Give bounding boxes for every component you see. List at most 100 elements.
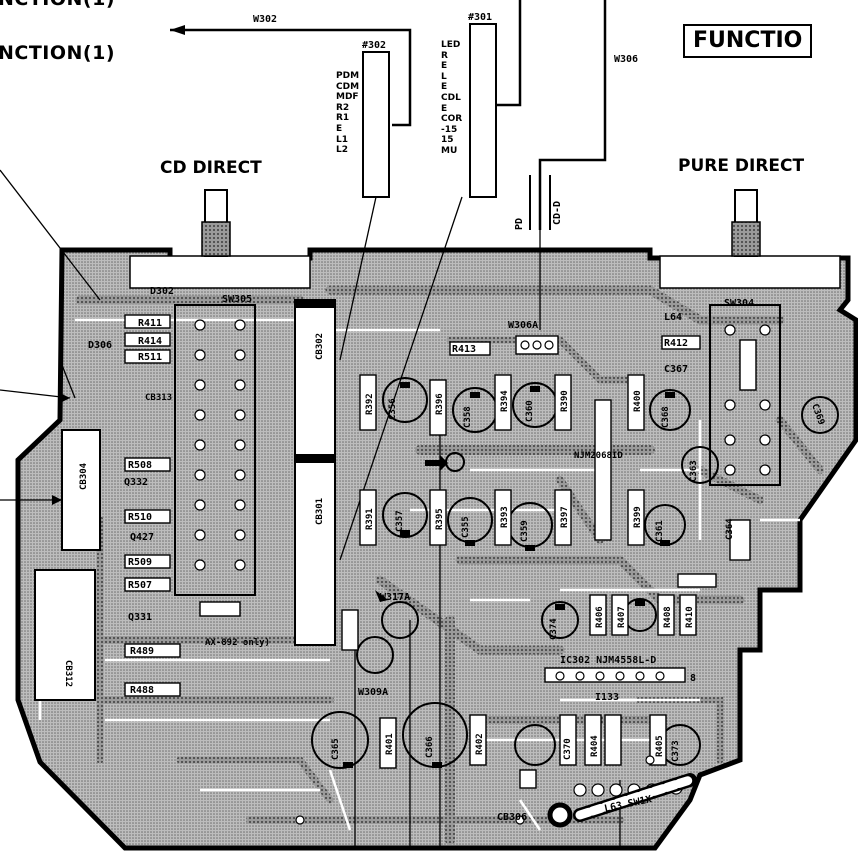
w306-wire — [538, 0, 607, 230]
pure-direct-label: PURE DIRECT — [678, 156, 805, 176]
lbl-r414: R414 — [138, 336, 162, 347]
pin-302-1: CDM — [336, 81, 360, 92]
pin-301-6: E — [441, 103, 448, 114]
pin-301-4: E — [441, 82, 448, 93]
lbl-c367: C367 — [664, 364, 688, 375]
pin-302-5: E — [336, 123, 343, 134]
lbl-c355: C355 — [461, 516, 471, 538]
pin-301-0: LED — [441, 40, 461, 50]
pin-302-6: L1 — [336, 134, 348, 145]
pin-302-3: R2 — [336, 102, 350, 113]
lbl-r410: R410 — [685, 606, 695, 628]
lbl-cb301: CB301 — [315, 498, 325, 525]
cd-direct-base — [129, 255, 311, 289]
connector-302-pins: PDM CDM MDF R2 R1 E L1 L2 — [336, 71, 359, 156]
lbl-sw304: SW304 — [724, 298, 754, 309]
lbl-r395: R395 — [435, 508, 445, 530]
function-box: FUNCTIO — [683, 24, 813, 59]
pin-301-1: R — [441, 50, 448, 61]
lbl-r413: R413 — [452, 344, 476, 355]
lbl-cb304: CB304 — [79, 462, 89, 490]
lbl-r411: R411 — [138, 318, 162, 329]
pin-302-2: MDF — [336, 92, 359, 103]
sw304-block — [709, 304, 781, 486]
function-label-1: NCTION(1) — [0, 0, 115, 9]
lbl-cdd: CD-D — [552, 201, 563, 225]
pin-301-2: E — [441, 61, 448, 72]
lbl-r412: R412 — [664, 338, 688, 349]
lbl-l64: L64 — [664, 312, 682, 323]
cb304-strip — [61, 429, 101, 551]
lbl-r392: R392 — [365, 393, 375, 415]
lbl-cb302: CB302 — [315, 333, 325, 360]
lbl-r508: R508 — [128, 460, 152, 471]
lbl-r405: R405 — [655, 735, 665, 757]
lbl-r404: R404 — [590, 735, 600, 757]
lbl-c357: C357 — [395, 510, 405, 532]
pin-302-0: PDM — [336, 71, 360, 81]
pin-302-7: L2 — [336, 145, 348, 156]
lbl-r399: R399 — [633, 506, 643, 528]
lbl-r407: R407 — [617, 606, 627, 628]
pin-301-8: -15 — [441, 124, 458, 135]
lbl-w309a: W309A — [358, 687, 388, 698]
sw305-block — [174, 304, 256, 596]
lbl-c302: #302 — [362, 40, 386, 51]
lbl-c370: C370 — [563, 738, 573, 760]
cd-direct-label: CD DIRECT — [160, 158, 262, 178]
lbl-w306: W306 — [614, 54, 638, 65]
connector-302-header — [362, 51, 390, 198]
lbl-q331: Q331 — [128, 612, 152, 623]
lbl-c360: C360 — [525, 400, 535, 422]
lbl-r510: R510 — [128, 512, 152, 523]
cb312-strip — [34, 569, 96, 701]
lbl-r408: R408 — [663, 606, 673, 628]
lbl-r393: R393 — [500, 506, 510, 528]
cb301-strip — [294, 454, 336, 646]
lbl-c363: C363 — [689, 460, 699, 482]
lbl-ic8: 8 — [690, 673, 696, 684]
pin-301-3: L — [441, 71, 447, 82]
lbl-c365: C365 — [331, 738, 341, 760]
lbl-c368: C368 — [661, 406, 671, 428]
lbl-c301: #301 — [468, 12, 492, 23]
lbl-r511: R511 — [138, 352, 162, 363]
lbl-sw305: SW305 — [222, 294, 252, 305]
lbl-c356: C356 — [388, 398, 398, 420]
lbl-r390: R390 — [560, 390, 570, 412]
lbl-r488: R488 — [130, 685, 154, 696]
lbl-c358: C358 — [463, 406, 473, 428]
cb306-pad — [547, 802, 573, 828]
lbl-ic: NJM2068ID — [574, 451, 623, 461]
lbl-pd: PD — [514, 218, 525, 230]
lbl-c366: C366 — [425, 736, 435, 758]
lbl-c373: C373 — [671, 740, 681, 762]
lbl-i133: I133 — [595, 692, 619, 703]
lbl-cb312: CB312 — [63, 660, 73, 687]
lbl-r400: R400 — [633, 390, 643, 412]
lbl-cb306: CB306 — [497, 812, 527, 823]
lbl-d302: D302 — [150, 286, 174, 297]
w302-wire — [170, 28, 412, 127]
function-label-2: NCTION(1) — [0, 42, 116, 64]
lbl-r394: R394 — [500, 390, 510, 412]
lbl-r489: R489 — [130, 646, 154, 657]
lbl-ic302: IC302 NJM4558L-D — [560, 655, 656, 666]
lbl-r401: R401 — [385, 733, 395, 755]
lbl-r396: R396 — [435, 393, 445, 415]
lbl-c359: C359 — [520, 520, 530, 542]
lbl-r509: R509 — [128, 557, 152, 568]
lbl-r397: R397 — [560, 506, 570, 528]
lbl-w306a: W306A — [508, 320, 538, 331]
lbl-r391: R391 — [365, 508, 375, 530]
lbl-r402: R402 — [475, 733, 485, 755]
connector-301-pins: LED R E L E CDL E COR -15 15 MU — [441, 40, 462, 157]
pin-301-10: MU — [441, 145, 458, 156]
pure-direct-base — [659, 255, 841, 289]
lbl-note: AX-892 only) — [205, 638, 270, 648]
lbl-q427: Q427 — [130, 532, 154, 543]
w301-wire — [496, 0, 522, 107]
lbl-cb313: CB313 — [145, 393, 172, 403]
